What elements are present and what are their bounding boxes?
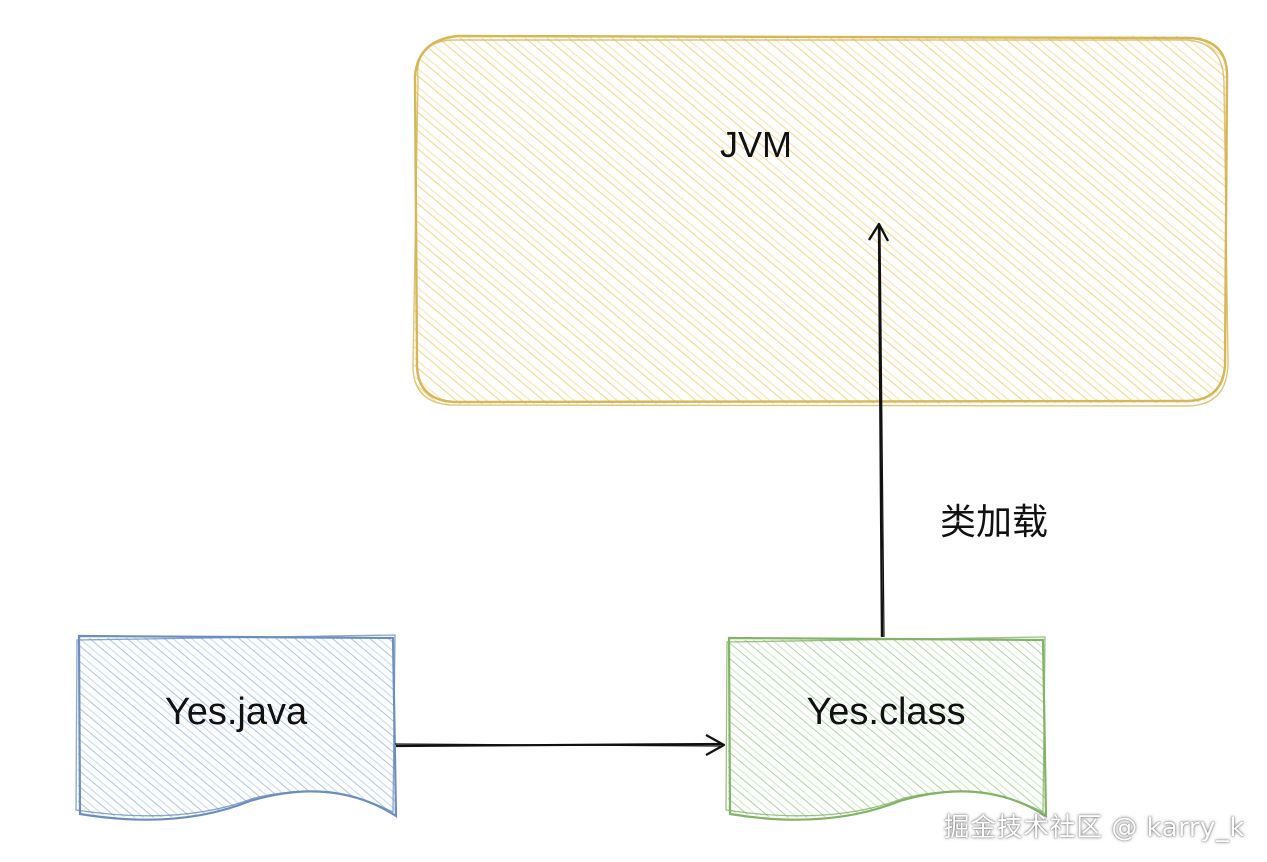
class-loading-label: 类加载 [940,502,1048,543]
jvm-node: JVM [412,34,1229,407]
class-loading-arrow: 类加载 [867,222,1048,638]
source-file-label: Yes.java [165,691,308,733]
source-file-node: Yes.java [75,634,398,821]
bytecode-file-node: Yes.class [725,636,1048,821]
jvm-label: JVM [720,124,792,165]
watermark-text: 掘金技术社区 @ karry_k [943,813,1245,843]
compile-arrow [394,734,726,756]
bytecode-file-label: Yes.class [806,691,965,733]
